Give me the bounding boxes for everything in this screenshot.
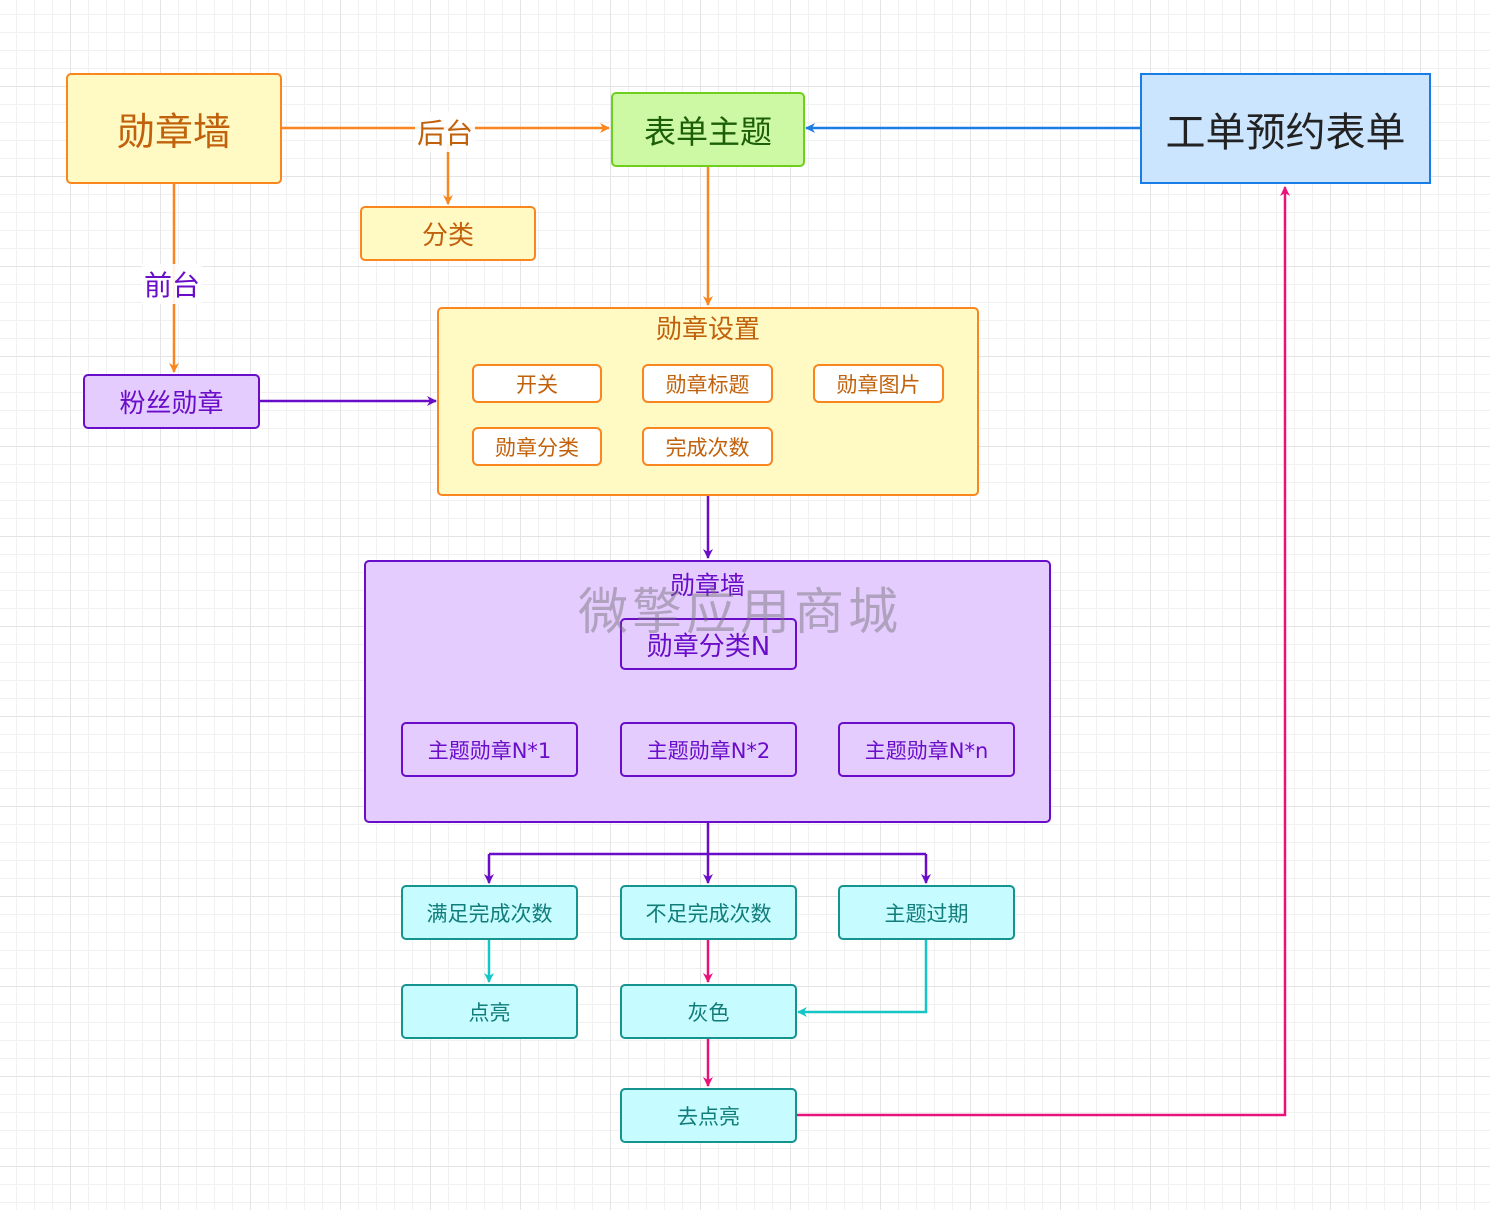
theme-expired-label: 主题过期 [884, 901, 969, 926]
gray-node[interactable]: 灰色 [620, 984, 797, 1039]
theme-expired-node[interactable]: 主题过期 [838, 885, 1015, 940]
gray-label: 灰色 [687, 1000, 730, 1025]
fan-badge-node[interactable]: 粉丝勋章 [83, 374, 260, 429]
theme-badge-2-label: 主题勋章N*2 [646, 738, 771, 763]
work-order-form-label: 工单预约表单 [1165, 109, 1406, 156]
theme-badge-2-node[interactable]: 主题勋章N*2 [620, 722, 797, 777]
completion-count-item[interactable]: 完成次数 [642, 427, 773, 466]
badge-settings-title: 勋章设置 [655, 315, 760, 345]
fan-badge-label: 粉丝勋章 [119, 389, 224, 419]
switch-item-label: 开关 [516, 372, 558, 397]
category-node[interactable]: 分类 [360, 206, 536, 261]
badge-title-item[interactable]: 勋章标题 [642, 364, 773, 403]
theme-badge-n-node[interactable]: 主题勋章N*n [838, 722, 1015, 777]
badge-category-item-label: 勋章分类 [495, 435, 579, 460]
not-meet-count-node[interactable]: 不足完成次数 [620, 885, 797, 940]
go-light-up-label: 去点亮 [677, 1104, 740, 1129]
badge-title-item-label: 勋章标题 [665, 372, 750, 397]
theme-badge-1-label: 主题勋章N*1 [427, 738, 552, 763]
edge-golight-to-workorder [796, 186, 1290, 1117]
badge-wall-container-title: 勋章墙 [669, 571, 745, 600]
form-theme-label: 表单主题 [643, 112, 772, 151]
badge-category-n-node[interactable]: 勋章分类N [620, 618, 797, 670]
switch-item[interactable]: 开关 [472, 364, 602, 403]
badge-wall-container: 勋章墙 [364, 560, 1051, 823]
edge-expired-to-gray [797, 940, 928, 1017]
badge-wall-node[interactable]: 勋章墙 [66, 73, 282, 184]
theme-badge-1-node[interactable]: 主题勋章N*1 [401, 722, 578, 777]
work-order-form-node[interactable]: 工单预约表单 [1140, 73, 1431, 184]
badge-category-item[interactable]: 勋章分类 [472, 427, 602, 466]
edge-wall-to-status-bus [489, 823, 926, 856]
frontend-edge-label: 前台 [142, 264, 203, 304]
form-theme-node[interactable]: 表单主题 [611, 92, 805, 167]
badge-wall-label: 勋章墙 [116, 110, 231, 154]
not-meet-count-label: 不足完成次数 [645, 901, 772, 926]
category-label: 分类 [421, 221, 474, 251]
backend-edge-label: 后台 [415, 112, 476, 152]
badge-category-n-label: 勋章分类N [646, 631, 771, 662]
badge-image-item-label: 勋章图片 [836, 372, 921, 397]
light-up-label: 点亮 [468, 1000, 511, 1025]
light-up-node[interactable]: 点亮 [401, 984, 578, 1039]
go-light-up-node[interactable]: 去点亮 [620, 1088, 797, 1143]
meet-count-label: 满足完成次数 [426, 901, 553, 926]
completion-count-item-label: 完成次数 [665, 435, 750, 460]
badge-image-item[interactable]: 勋章图片 [813, 364, 944, 403]
meet-count-node[interactable]: 满足完成次数 [401, 885, 578, 940]
theme-badge-n-label: 主题勋章N*n [864, 738, 989, 763]
